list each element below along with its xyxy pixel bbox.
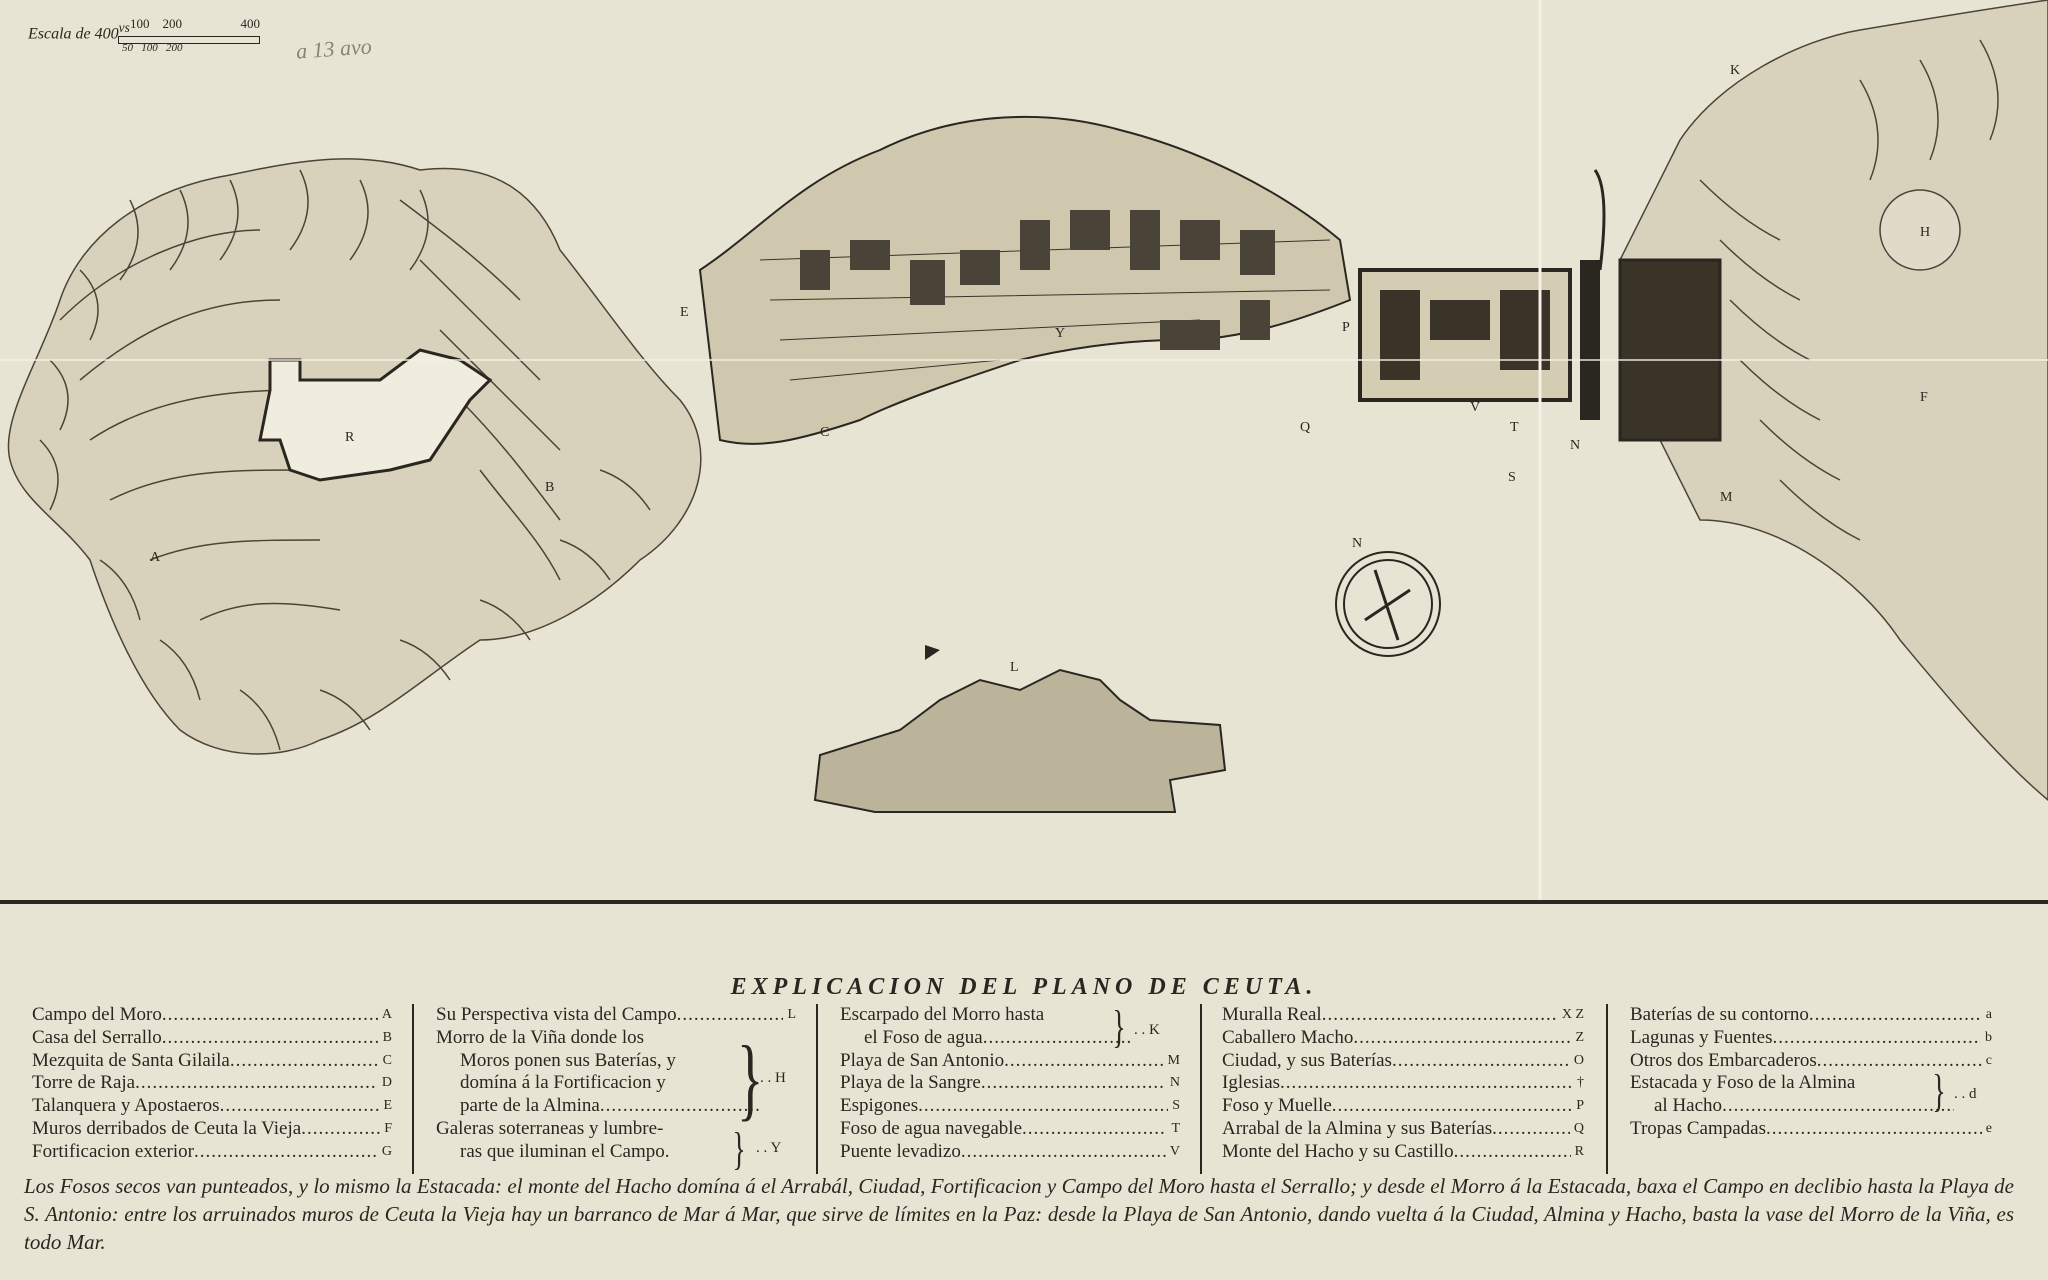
brace-y: } bbox=[732, 1123, 746, 1174]
legend-row: Monte del Hacho y su CastilloR bbox=[1222, 1141, 1584, 1164]
map-letter-y: Y bbox=[1055, 326, 1066, 341]
fortificacion-exterior bbox=[258, 348, 493, 482]
ciudad-de-ceuta bbox=[698, 115, 1352, 445]
map-letter-p: P bbox=[1342, 320, 1350, 335]
map-letter-v: V bbox=[1470, 400, 1481, 415]
legend-column-4: Muralla RealX Z Caballero MachoZ Ciudad,… bbox=[1222, 1004, 1584, 1164]
monte-del-hacho bbox=[1618, 0, 2048, 801]
legend-row: Moros ponen sus Baterías, y bbox=[460, 1049, 676, 1071]
column-separator bbox=[1200, 1004, 1202, 1174]
map-letter-k: K bbox=[1730, 63, 1741, 78]
brace-d: } bbox=[1932, 1065, 1946, 1116]
scale-label: Escala de 400vs bbox=[28, 20, 130, 43]
legend-row: Iglesias† bbox=[1222, 1072, 1584, 1095]
legend-row: Baterías de su contornoa bbox=[1630, 1004, 1992, 1027]
legend-row: Ciudad, y sus BateríasO bbox=[1222, 1050, 1584, 1073]
legend-row: Puente levadizoV bbox=[840, 1141, 1180, 1164]
compass-rose bbox=[1335, 551, 1441, 657]
legend-row: Su Perspectiva vista del CampoL bbox=[436, 1004, 796, 1027]
map-letter-t: T bbox=[1510, 420, 1519, 435]
map-letter-q: Q bbox=[1300, 420, 1311, 435]
brace-h: } bbox=[736, 1027, 764, 1129]
brace-key-k: . . K bbox=[1134, 1022, 1160, 1038]
brace-key-y: . . Y bbox=[756, 1140, 782, 1156]
scale-ticks: 100 200 400 bbox=[130, 16, 260, 31]
compass-north-label: N bbox=[1352, 536, 1363, 551]
legend-row: Galeras soterraneas y lumbre- bbox=[436, 1117, 664, 1139]
legend-row: domína á la Fortificacion y bbox=[460, 1072, 666, 1094]
legend-row: Playa de San AntonioM bbox=[840, 1050, 1180, 1073]
map-letter-c: C bbox=[820, 425, 830, 440]
legend-row: Muros derribados de Ceuta la ViejaF bbox=[32, 1118, 392, 1141]
map-letter-b: B bbox=[545, 480, 555, 495]
legend-row: Foso de agua navegableT bbox=[840, 1118, 1180, 1141]
brace-k: } bbox=[1112, 1001, 1126, 1052]
legend-row: Foso y MuelleP bbox=[1222, 1095, 1584, 1118]
brace-key-d: . . d bbox=[1954, 1086, 1977, 1102]
legend-row: Lagunas y Fuentesb bbox=[1630, 1027, 1992, 1050]
legend-row: parte de la Almina bbox=[436, 1095, 760, 1118]
map-letter-f: F bbox=[1920, 390, 1928, 405]
map-letter-h: H bbox=[1920, 225, 1931, 240]
legend-row: Torre de RajaD bbox=[32, 1072, 392, 1095]
legend-row: Otros dos Embarcaderosc bbox=[1630, 1050, 1992, 1073]
legend-column-1: Campo del MoroA Casa del SerralloB Mezqu… bbox=[32, 1004, 392, 1164]
map-letter-s: S bbox=[1508, 470, 1516, 485]
legend-row: Caballero MachoZ bbox=[1222, 1027, 1584, 1050]
map-letter-a: A bbox=[150, 550, 161, 565]
legend-row: Casa del SerralloB bbox=[32, 1027, 392, 1050]
column-separator bbox=[816, 1004, 818, 1174]
scale-bar bbox=[118, 36, 260, 44]
brace-key-h: . . H bbox=[760, 1070, 786, 1086]
legend-row: Mezquita de Santa GilailaC bbox=[32, 1050, 392, 1073]
legend-column-5: Baterías de su contornoa Lagunas y Fuent… bbox=[1630, 1004, 1992, 1141]
scale-subticks: 50 100 200 bbox=[122, 42, 183, 54]
legend-note: Los Fosos secos van punteados, y lo mism… bbox=[24, 1174, 2014, 1254]
perspectiva-vista-del-campo bbox=[813, 645, 1227, 813]
map-letter-n: N bbox=[1570, 438, 1581, 453]
legend-column-3: Escarpado del Morro hasta el Foso de agu… bbox=[840, 1004, 1180, 1164]
muralla-real bbox=[1358, 169, 1606, 420]
map-area: Escala de 400vs 100 200 400 50 100 200 a… bbox=[0, 0, 2048, 900]
legend-row: Campo del MoroA bbox=[32, 1004, 392, 1027]
map-letter-m: M bbox=[1720, 490, 1733, 505]
legend-row: Morro de la Viña donde los bbox=[436, 1026, 644, 1048]
ceuta-map bbox=[0, 0, 2048, 900]
legend-row: Arrabal de la Almina y sus BateríasQ bbox=[1222, 1118, 1584, 1141]
divider-rule bbox=[0, 900, 2048, 904]
legend-row: Fortificacion exteriorG bbox=[32, 1141, 392, 1164]
legend-row: Talanquera y ApostaerosE bbox=[32, 1095, 392, 1118]
legend-title: EXPLICACION DEL PLANO DE CEUTA. bbox=[730, 974, 1318, 1000]
legend-row: el Foso de agua bbox=[840, 1027, 1130, 1050]
legend-row: al Hacho bbox=[1630, 1095, 1954, 1118]
legend: EXPLICACION DEL PLANO DE CEUTA. Campo de… bbox=[0, 904, 2048, 1280]
legend-row: Estacada y Foso de la Almina bbox=[1630, 1072, 1856, 1094]
legend-row: Muralla RealX Z bbox=[1222, 1004, 1584, 1027]
map-letter-l: L bbox=[1010, 660, 1019, 675]
legend-row: Tropas Campadase bbox=[1630, 1118, 1992, 1141]
legend-row: EspigonesS bbox=[840, 1095, 1180, 1118]
column-separator bbox=[412, 1004, 414, 1174]
map-letter-e: E bbox=[680, 305, 689, 320]
legend-row: Escarpado del Morro hasta bbox=[840, 1004, 1045, 1025]
column-separator bbox=[1606, 1004, 1608, 1174]
handwritten-note: a 13 avo bbox=[295, 33, 373, 64]
map-letter-r: R bbox=[345, 430, 355, 445]
legend-column-2: Su Perspectiva vista del CampoL Morro de… bbox=[436, 1004, 796, 1164]
legend-row: Playa de la SangreN bbox=[840, 1072, 1180, 1095]
legend-row: ras que iluminan el Campo. bbox=[460, 1140, 670, 1162]
